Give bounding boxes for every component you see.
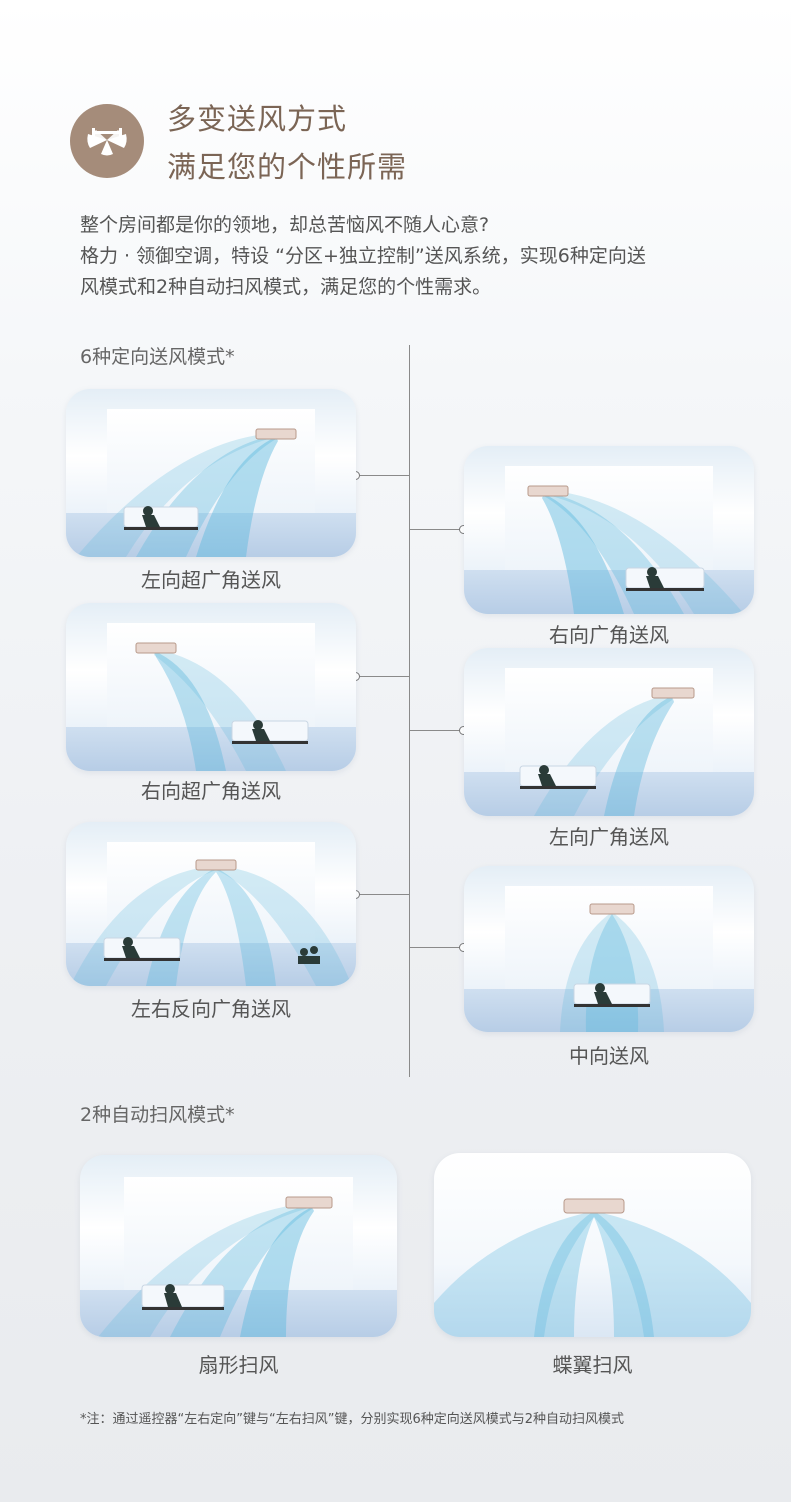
room-illustration-left-wide (464, 648, 754, 816)
intro-line: 整个房间都是你的领地，却总苦恼风不随人心意? (80, 214, 490, 236)
room-illustration-right-ultra-wide (66, 603, 356, 771)
sweep-section-label: 2种自动扫风模式* (80, 1104, 235, 1126)
fan-blades-icon (70, 104, 144, 178)
mode-caption: 右向广角送风 (549, 623, 669, 647)
page-title-line2: 满足您的个性所需 (167, 150, 408, 184)
timeline-connector (356, 475, 409, 476)
footnote: *注：通过遥控器“左右定向”键与“左右扫风”键，分别实现6种定向送风模式与2种自… (80, 1412, 624, 1427)
timeline-connector (409, 529, 464, 530)
mode-caption: 扇形扫风 (198, 1353, 279, 1377)
intro-line: 风模式和2种自动扫风模式，满足您的个性需求。 (80, 276, 492, 298)
timeline-connector (409, 730, 464, 731)
room-illustration-dual-reverse (66, 822, 356, 986)
mode-caption: 蝶翼扫风 (552, 1353, 633, 1377)
room-illustration-center (464, 866, 754, 1032)
timeline-axis (409, 345, 410, 1077)
room-illustration-right-wide (464, 446, 754, 614)
mode-caption: 左右反向广角送风 (131, 997, 291, 1021)
page-title-line1: 多变送风方式 (167, 102, 348, 136)
mode-caption: 左向广角送风 (549, 825, 669, 849)
mode-caption: 右向超广角送风 (141, 779, 281, 803)
room-illustration-butterfly-sweep (434, 1153, 751, 1337)
intro-paragraph: 整个房间都是你的领地，却总苦恼风不随人心意? 格力 · 领御空调，特设 “分区+… (80, 210, 760, 303)
timeline-connector (356, 894, 409, 895)
mode-caption: 中向送风 (569, 1044, 649, 1068)
directional-section-label: 6种定向送风模式* (80, 346, 235, 368)
room-illustration-fan-sweep (80, 1155, 397, 1337)
mode-caption: 左向超广角送风 (141, 568, 281, 592)
timeline-connector (409, 947, 464, 948)
intro-line: 格力 · 领御空调，特设 “分区+独立控制”送风系统，实现6种定向送 (80, 245, 646, 267)
room-illustration-left-ultra-wide (66, 389, 356, 557)
timeline-connector (356, 676, 409, 677)
